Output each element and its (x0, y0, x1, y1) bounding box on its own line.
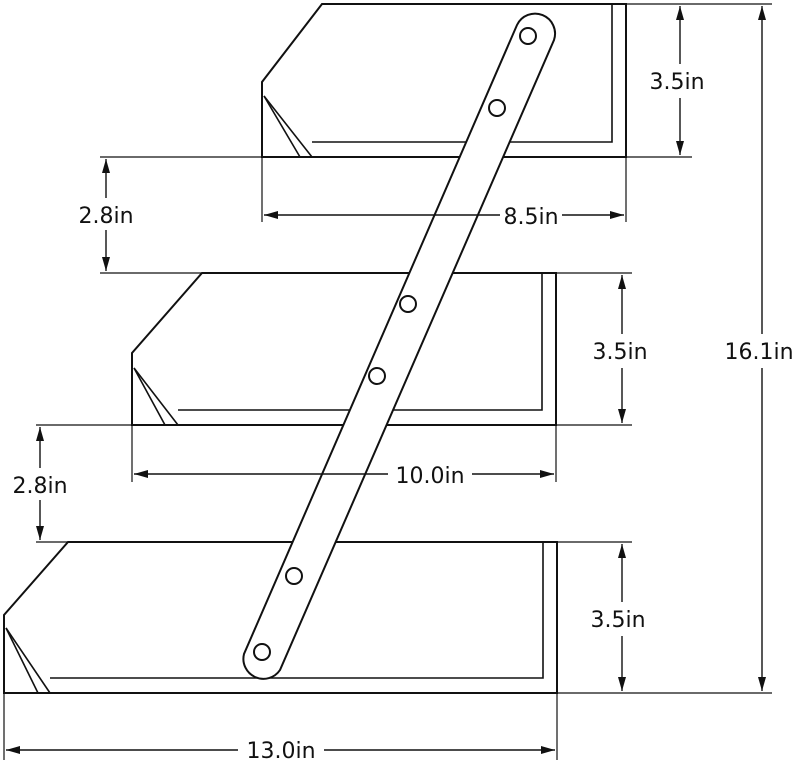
bottom-width-label: 13.0in (246, 739, 315, 764)
bracket-hole (253, 643, 271, 661)
bracket-hole (368, 367, 386, 385)
top-width-label: 8.5in (503, 205, 558, 230)
top-height-label: 3.5in (649, 70, 704, 95)
middle-height-label: 3.5in (592, 340, 647, 365)
bottom-height-label: 3.5in (590, 608, 645, 633)
middle-width-label: 10.0in (395, 464, 464, 489)
shelf-middle (131, 272, 557, 426)
extension-lines (3, 3, 772, 760)
lower-gap-label: 2.8in (12, 474, 67, 499)
upper-gap-label: 2.8in (78, 204, 133, 229)
overall-height-label: 16.1in (724, 340, 793, 365)
bracket-hole (399, 295, 417, 313)
bracket-hole (488, 99, 506, 117)
bracket-hole (285, 567, 303, 585)
bracket-hole (519, 27, 537, 45)
dimension-labels: 3.5in 8.5in 2.8in 3.5in 10.0in 2.8in 3.5… (4, 64, 798, 764)
shelf-top (261, 3, 627, 158)
support-bracket (242, 12, 557, 680)
